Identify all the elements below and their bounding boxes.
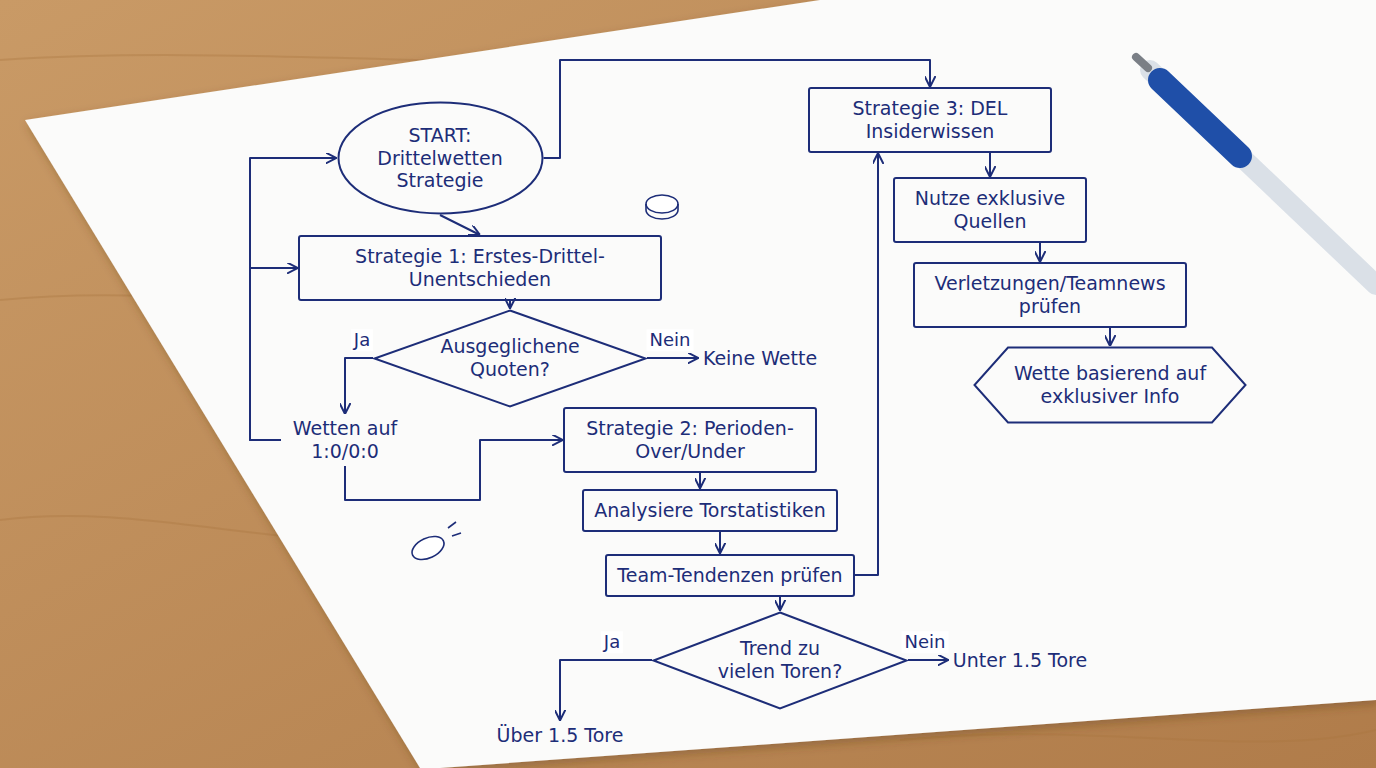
node-text: Nutze exklusive Quellen xyxy=(905,187,1075,233)
edge-label: Nein xyxy=(902,631,949,653)
node-text-group: Unter 1.5 Tore xyxy=(953,649,1087,672)
flow-connector xyxy=(647,357,699,359)
process-box: Strategie 3: DEL Insiderwissen xyxy=(808,87,1052,153)
node-text: Wette basierend auf exklusiver Info xyxy=(1010,362,1210,408)
node-text-group: Nutze exklusive Quellen xyxy=(905,187,1075,233)
edge-label: Nein xyxy=(647,329,694,351)
edge-label: Ja xyxy=(351,329,373,351)
process-box: Nutze exklusive Quellen xyxy=(893,177,1087,243)
outcome-text: Unter 1.5 Tore xyxy=(949,646,1092,675)
hexagon-outline xyxy=(975,348,1246,423)
node-text-group: Keine Wette xyxy=(703,347,817,370)
node-text-group: Team-Tendenzen prüfen xyxy=(617,564,842,587)
flow-connector xyxy=(1109,328,1111,346)
node-text: Strategie 3: DEL Insiderwissen xyxy=(820,97,1040,143)
flow-connector xyxy=(699,473,701,489)
process-box: Analysiere Torstatistiken xyxy=(582,489,838,532)
node-text: Strategie 2: Perioden-Over/Under xyxy=(575,417,805,463)
node-text-group: Trend zu vielen Toren? xyxy=(715,637,845,683)
node-text-group: Strategie 2: Perioden-Over/Under xyxy=(575,417,805,463)
flow-connector xyxy=(855,153,878,575)
node-text-group: Ausgeglichene Quoten? xyxy=(440,335,580,381)
result-hexagon: Wette basierend auf exklusiver Info xyxy=(973,346,1247,424)
node-text-group: Verletzungen/Teamnews prüfen xyxy=(925,272,1175,318)
process-box: Team-Tendenzen prüfen xyxy=(605,554,855,597)
flow-connector xyxy=(989,153,991,177)
node-text: Über 1.5 Tore xyxy=(497,724,624,747)
node-text: Strategie 1: Erstes-Drittel-Unentschiede… xyxy=(310,245,650,291)
node-text-group: Wetten auf 1:0/0:0 xyxy=(285,417,405,463)
process-box: Strategie 1: Erstes-Drittel-Unentschiede… xyxy=(298,235,662,301)
node-text: Analysiere Torstatistiken xyxy=(594,499,825,522)
ellipse-outline xyxy=(338,103,542,214)
flow-connector xyxy=(345,358,373,414)
process-box: Verletzungen/Teamnews prüfen xyxy=(913,262,1187,328)
outcome-text: Über 1.5 Tore xyxy=(493,721,628,750)
flow-connector xyxy=(719,532,721,554)
node-text: Unter 1.5 Tore xyxy=(953,649,1087,672)
node-text-group: Wette basierend auf exklusiver Info xyxy=(1010,362,1210,408)
node-text-group: Strategie 1: Erstes-Drittel-Unentschiede… xyxy=(310,245,650,291)
flow-connector xyxy=(509,301,511,309)
outcome-text: Keine Wette xyxy=(699,344,822,373)
node-text-group: START: Drittelwetten Strategie xyxy=(375,124,505,192)
node-text: Team-Tendenzen prüfen xyxy=(617,564,842,587)
flow-connector xyxy=(560,660,652,721)
paper-sheet xyxy=(25,0,1376,768)
flow-connector xyxy=(779,597,781,611)
flow-connector xyxy=(440,215,480,235)
node-text: Keine Wette xyxy=(703,347,817,370)
flow-connector xyxy=(908,659,949,661)
flow-connector xyxy=(1039,243,1041,262)
node-text: START: Drittelwetten Strategie xyxy=(375,124,505,192)
decision-diamond: Ausgeglichene Quoten? xyxy=(373,309,647,408)
node-text: Wetten auf 1:0/0:0 xyxy=(285,417,405,463)
process-box: Strategie 2: Perioden-Over/Under xyxy=(563,407,817,473)
node-text-group: Analysiere Torstatistiken xyxy=(594,499,825,522)
node-text-group: Über 1.5 Tore xyxy=(497,724,624,747)
start-ellipse: START: Drittelwetten Strategie xyxy=(337,101,544,215)
node-text: Ausgeglichene Quoten? xyxy=(440,335,580,381)
node-text: Trend zu vielen Toren? xyxy=(715,637,845,683)
outcome-text: Wetten auf 1:0/0:0 xyxy=(281,414,409,466)
node-text: Verletzungen/Teamnews prüfen xyxy=(925,272,1175,318)
node-text-group: Strategie 3: DEL Insiderwissen xyxy=(820,97,1040,143)
decision-diamond: Trend zu vielen Toren? xyxy=(652,611,908,710)
pen xyxy=(1136,57,1376,285)
flow-connector xyxy=(250,158,337,440)
flow-connector xyxy=(250,268,298,440)
diamond-outline xyxy=(375,310,646,406)
diamond-outline xyxy=(654,612,907,708)
edge-label: Ja xyxy=(601,631,623,653)
